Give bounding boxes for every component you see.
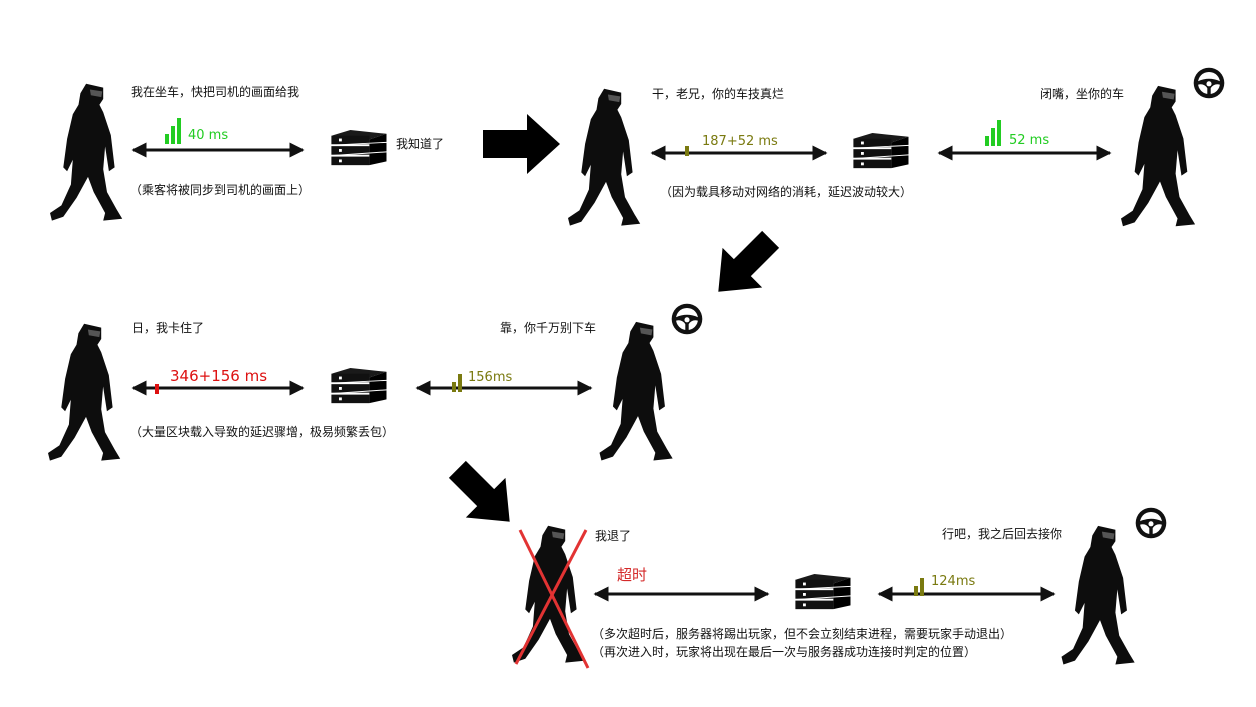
server-speech: 我知道了 (396, 137, 445, 151)
signal-bar (177, 118, 181, 144)
signal-bar (452, 382, 456, 392)
signal-bar (171, 126, 175, 144)
latency-label: 52 ms (1009, 133, 1050, 148)
server-rack-icon (326, 368, 390, 406)
steering-wheel-icon (670, 302, 704, 336)
server-rack-icon (790, 574, 854, 612)
signal-bars-icon (685, 128, 705, 156)
signal-bars-icon (155, 366, 175, 394)
latency-label: 346+156 ms (170, 367, 268, 385)
signal-bar (985, 136, 989, 146)
signal-bars-icon (165, 116, 185, 144)
flow-arrow-icon (448, 460, 510, 522)
scene-note: （再次进入时，玩家将出现在最后一次与服务器成功连接时判定的位置） (592, 645, 977, 659)
scene-note: （因为载具移动对网络的消耗，延迟波动较大） (660, 185, 913, 199)
signal-bar (991, 128, 995, 146)
server-rack-icon (848, 133, 912, 171)
latency-label: 40 ms (188, 128, 229, 143)
server-rack-icon (326, 130, 390, 168)
scene-note: （多次超时后，服务器将踢出玩家，但不会立刻结束进程，需要玩家手动退出） (592, 627, 1013, 641)
scene-note: （乘客将被同步到司机的画面上） (130, 183, 311, 197)
signal-bar (165, 134, 169, 144)
driver-speech: 行吧，我之后回去接你 (942, 527, 1063, 541)
signal-bar (914, 586, 918, 596)
passenger-speech: 日，我卡住了 (132, 321, 205, 335)
signal-bar (997, 120, 1001, 146)
driver-speech: 闭嘴，坐你的车 (1040, 87, 1125, 101)
passenger-figure-2 (566, 85, 646, 237)
signal-bars-icon (452, 364, 472, 392)
latency-label: 187+52 ms (702, 134, 778, 149)
signal-bar (685, 146, 689, 156)
driver-figure-3 (598, 318, 678, 472)
passenger-figure-1 (48, 80, 128, 232)
steering-wheel-icon (1134, 506, 1168, 540)
passenger-speech: 我在坐车，快把司机的画面给我 (131, 85, 300, 99)
latency-label: 124ms (931, 574, 976, 589)
driver-speech: 靠，你千万别下车 (500, 321, 597, 335)
signal-bar (458, 374, 462, 392)
signal-bar (920, 578, 924, 596)
signal-bars-icon (985, 118, 1005, 146)
flow-arrow-icon (483, 114, 560, 174)
driver-figure-2 (1120, 82, 1200, 238)
scene-note: （大量区块载入导致的延迟骤增，极易频繁丢包） (130, 425, 395, 439)
passenger-figure-4 (510, 522, 590, 674)
timeout-label: 超时 (617, 566, 648, 584)
steering-wheel-icon (1192, 66, 1226, 100)
flow-arrow-icon (718, 230, 780, 292)
signal-bar (155, 384, 159, 394)
passenger-speech: 干，老兄，你的车技真烂 (652, 87, 785, 101)
latency-label: 156ms (468, 370, 513, 385)
passenger-figure-3 (46, 320, 126, 472)
signal-bars-icon (914, 568, 934, 596)
passenger-speech: 我退了 (595, 529, 632, 543)
driver-figure-4 (1060, 522, 1140, 676)
